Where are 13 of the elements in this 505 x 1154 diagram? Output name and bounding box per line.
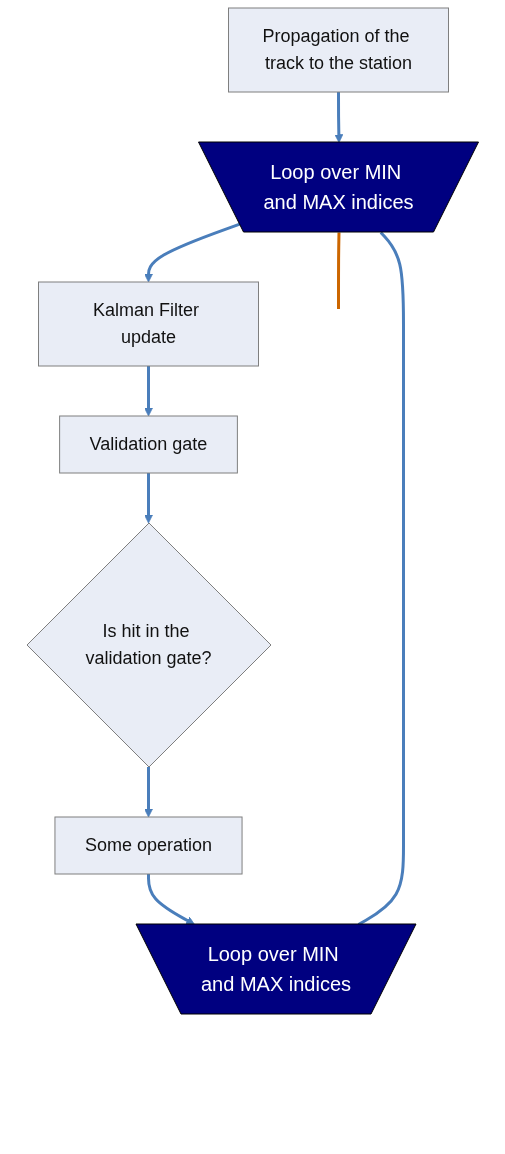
node-box: Validation gate xyxy=(58,415,238,474)
arrow xyxy=(146,874,195,925)
node-box: Kalman Filter update xyxy=(37,281,259,367)
arrow xyxy=(143,366,153,417)
arrow xyxy=(143,222,241,283)
arrow xyxy=(143,767,153,818)
node-diamond: Is hit in the validation gate? xyxy=(26,522,272,768)
connector xyxy=(336,232,341,309)
arrow xyxy=(334,92,343,143)
node-box: Some operation xyxy=(54,816,243,875)
node-box: Propagation of the track to the station xyxy=(227,7,449,93)
arrow xyxy=(143,473,153,524)
connector xyxy=(357,231,405,926)
